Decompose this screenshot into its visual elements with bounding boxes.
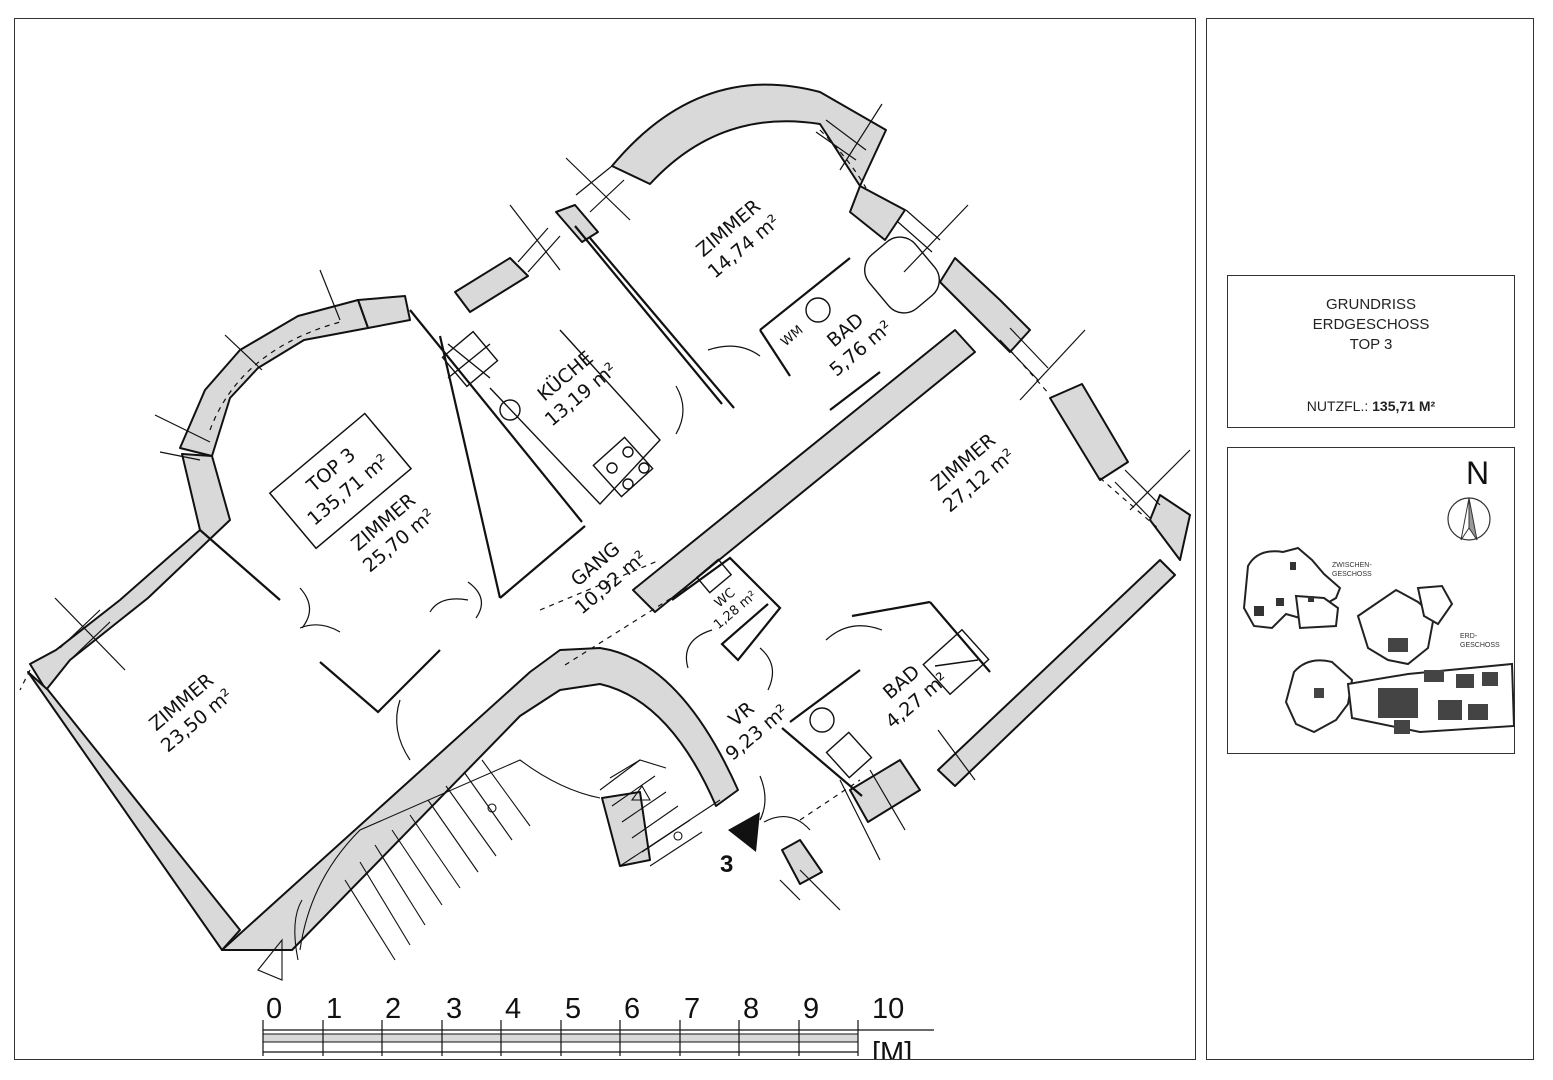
- title-block: GRUNDRISS ERDGESCHOSS TOP 3 NUTZFL.: 135…: [1227, 275, 1515, 428]
- floor-plan-frame: [14, 18, 1196, 1060]
- title-line-1: GRUNDRISS: [1325, 296, 1416, 313]
- title-line-2: ERDGESCHOSS: [1312, 316, 1430, 333]
- locator-label-lower-1: ERD-: [1460, 633, 1478, 640]
- usable-area-line: NUTZFL.: 135,71 M²: [1228, 398, 1514, 414]
- locator-map: N ZWISCHEN- GESCHOSS ERD- GE: [1242, 455, 1516, 734]
- north-label: N: [1466, 455, 1489, 491]
- locator-upper-building: [1242, 546, 1342, 630]
- locator-map-box: N ZWISCHEN- GESCHOSS ERD- GE: [1227, 447, 1516, 754]
- north-arrow-icon: [1460, 497, 1470, 541]
- usable-area-label: NUTZFL.:: [1306, 398, 1369, 414]
- locator-label-upper-1: ZWISCHEN-: [1332, 562, 1372, 569]
- usable-area-value: 135,71 M²: [1372, 398, 1436, 414]
- title-line-3: TOP 3: [1349, 336, 1393, 353]
- locator-label-lower-2: GESCHOSS: [1460, 642, 1500, 649]
- locator-label-upper-2: GESCHOSS: [1332, 571, 1372, 578]
